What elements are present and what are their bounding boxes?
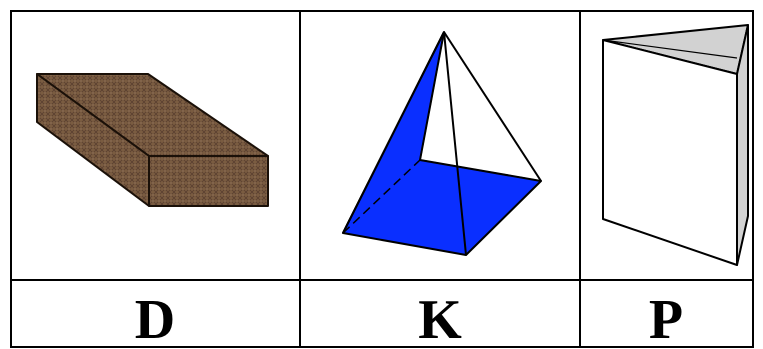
table-grid (10, 10, 754, 348)
label-d: D (135, 289, 175, 349)
label-k: K (418, 289, 462, 349)
rectangular-prism-figure (36, 73, 269, 207)
label-p: P (649, 289, 683, 349)
square-pyramid-figure (342, 31, 542, 256)
triangular-prism-figure (602, 24, 749, 266)
